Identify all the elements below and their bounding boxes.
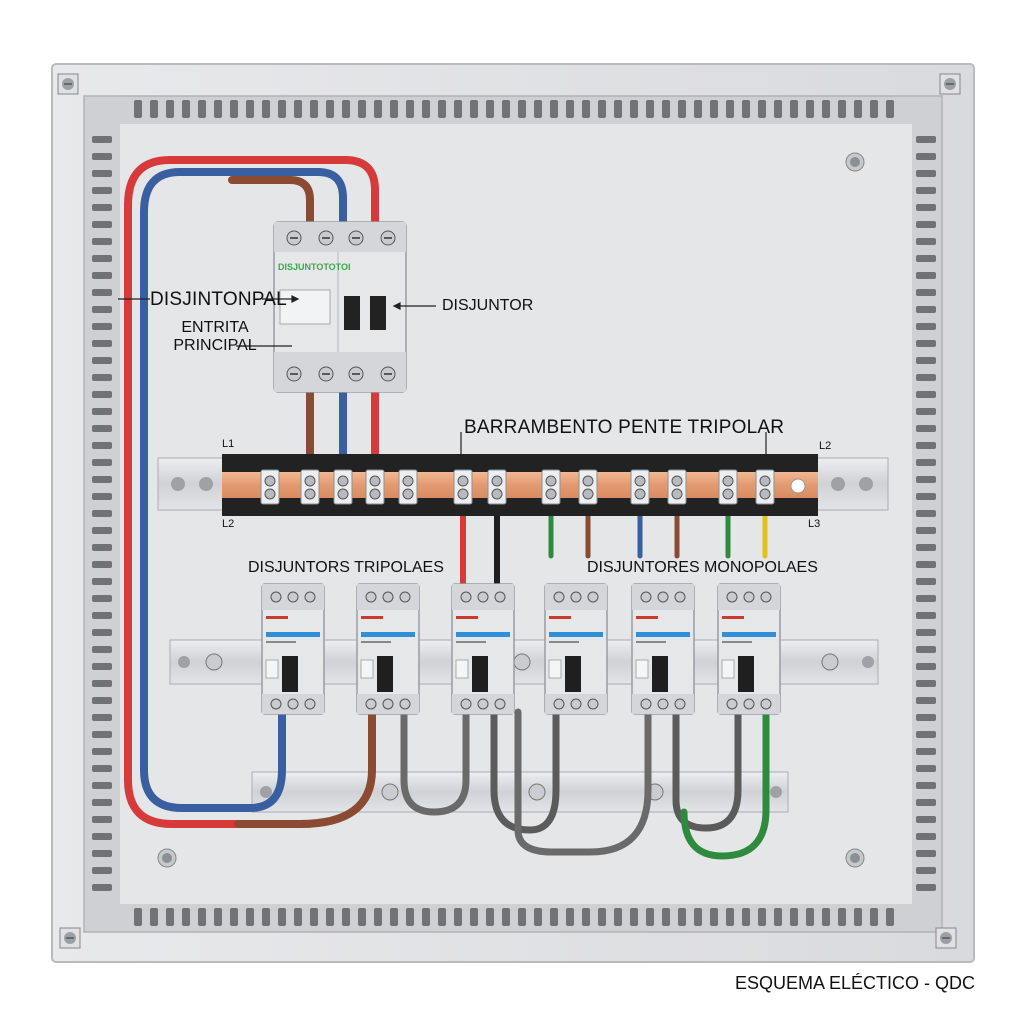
label-phase-l3: L3 [808,518,821,530]
wire-red-main [124,156,379,828]
label-disjuntores-monopolares: DISJUNTORES MONOPOLAES [587,559,818,576]
branch-breaker [717,583,781,715]
label-entrada-principal-line2: PRINCIPAL [173,337,257,354]
busbar-terminal [667,469,687,505]
busbar-terminal [487,469,507,505]
screw-icon [845,152,865,172]
wire-brown-loop [234,708,376,828]
vent-slots-right [916,136,936,891]
busbar-terminal [398,469,418,505]
busbar-terminal [578,469,598,505]
screw-icon [935,927,957,949]
busbar-terminal [333,469,353,505]
label-disjuntor-principal: DISJINTONPAL [150,289,287,310]
vent-slots-top [134,100,894,118]
label-disjuntores-tripolares: DISJUNTORS TRIPOLAES [248,559,444,576]
corner-screws [57,73,961,949]
screw-icon [57,73,79,95]
busbar-comb [222,454,818,516]
branch-breaker [356,583,420,715]
busbar-terminal [365,469,385,505]
label-phase-l2-top: L2 [819,440,832,452]
footer-title: ESQUEMA ELÉCTICO - QDC [735,973,976,993]
wire-brown-main [228,176,314,232]
main-breaker: DISJUNTOTOTOI [273,221,407,393]
wires [124,156,770,860]
terminal-screws-bottom [286,366,396,382]
label-phase-l2-bottom: L2 [222,518,235,530]
busbar-terminal [755,469,775,505]
screw-icon [939,73,961,95]
busbar-terminal [630,469,650,505]
busbar-terminal [300,469,320,505]
busbar-terminal [260,469,280,505]
wire-blue-main [140,168,347,812]
branch-breaker [544,583,608,715]
main-breaker-brand: DISJUNTOTOTOI [278,262,351,272]
label-barramento: BARRAMBENTO PENTE TRIPOLAR [464,417,785,438]
screw-icon [59,927,81,949]
label-entrada-principal-line1: ENTRITA [181,319,249,336]
terminal-screws-top [286,230,396,246]
branch-breakers [261,583,781,715]
branch-breaker [451,583,515,715]
branch-breaker [261,583,325,715]
vent-slots-left [92,136,112,891]
busbar-terminal [541,469,561,505]
branch-breaker [631,583,695,715]
leader-lines [118,295,770,470]
label-phase-l1: L1 [222,438,235,450]
label-disjuntor: DISJUNTOR [442,297,534,314]
vent-slots-bottom [134,908,894,926]
busbar-terminal [718,469,738,505]
screw-icon [157,848,177,868]
screw-icon [845,848,865,868]
busbar-terminal [453,469,473,505]
